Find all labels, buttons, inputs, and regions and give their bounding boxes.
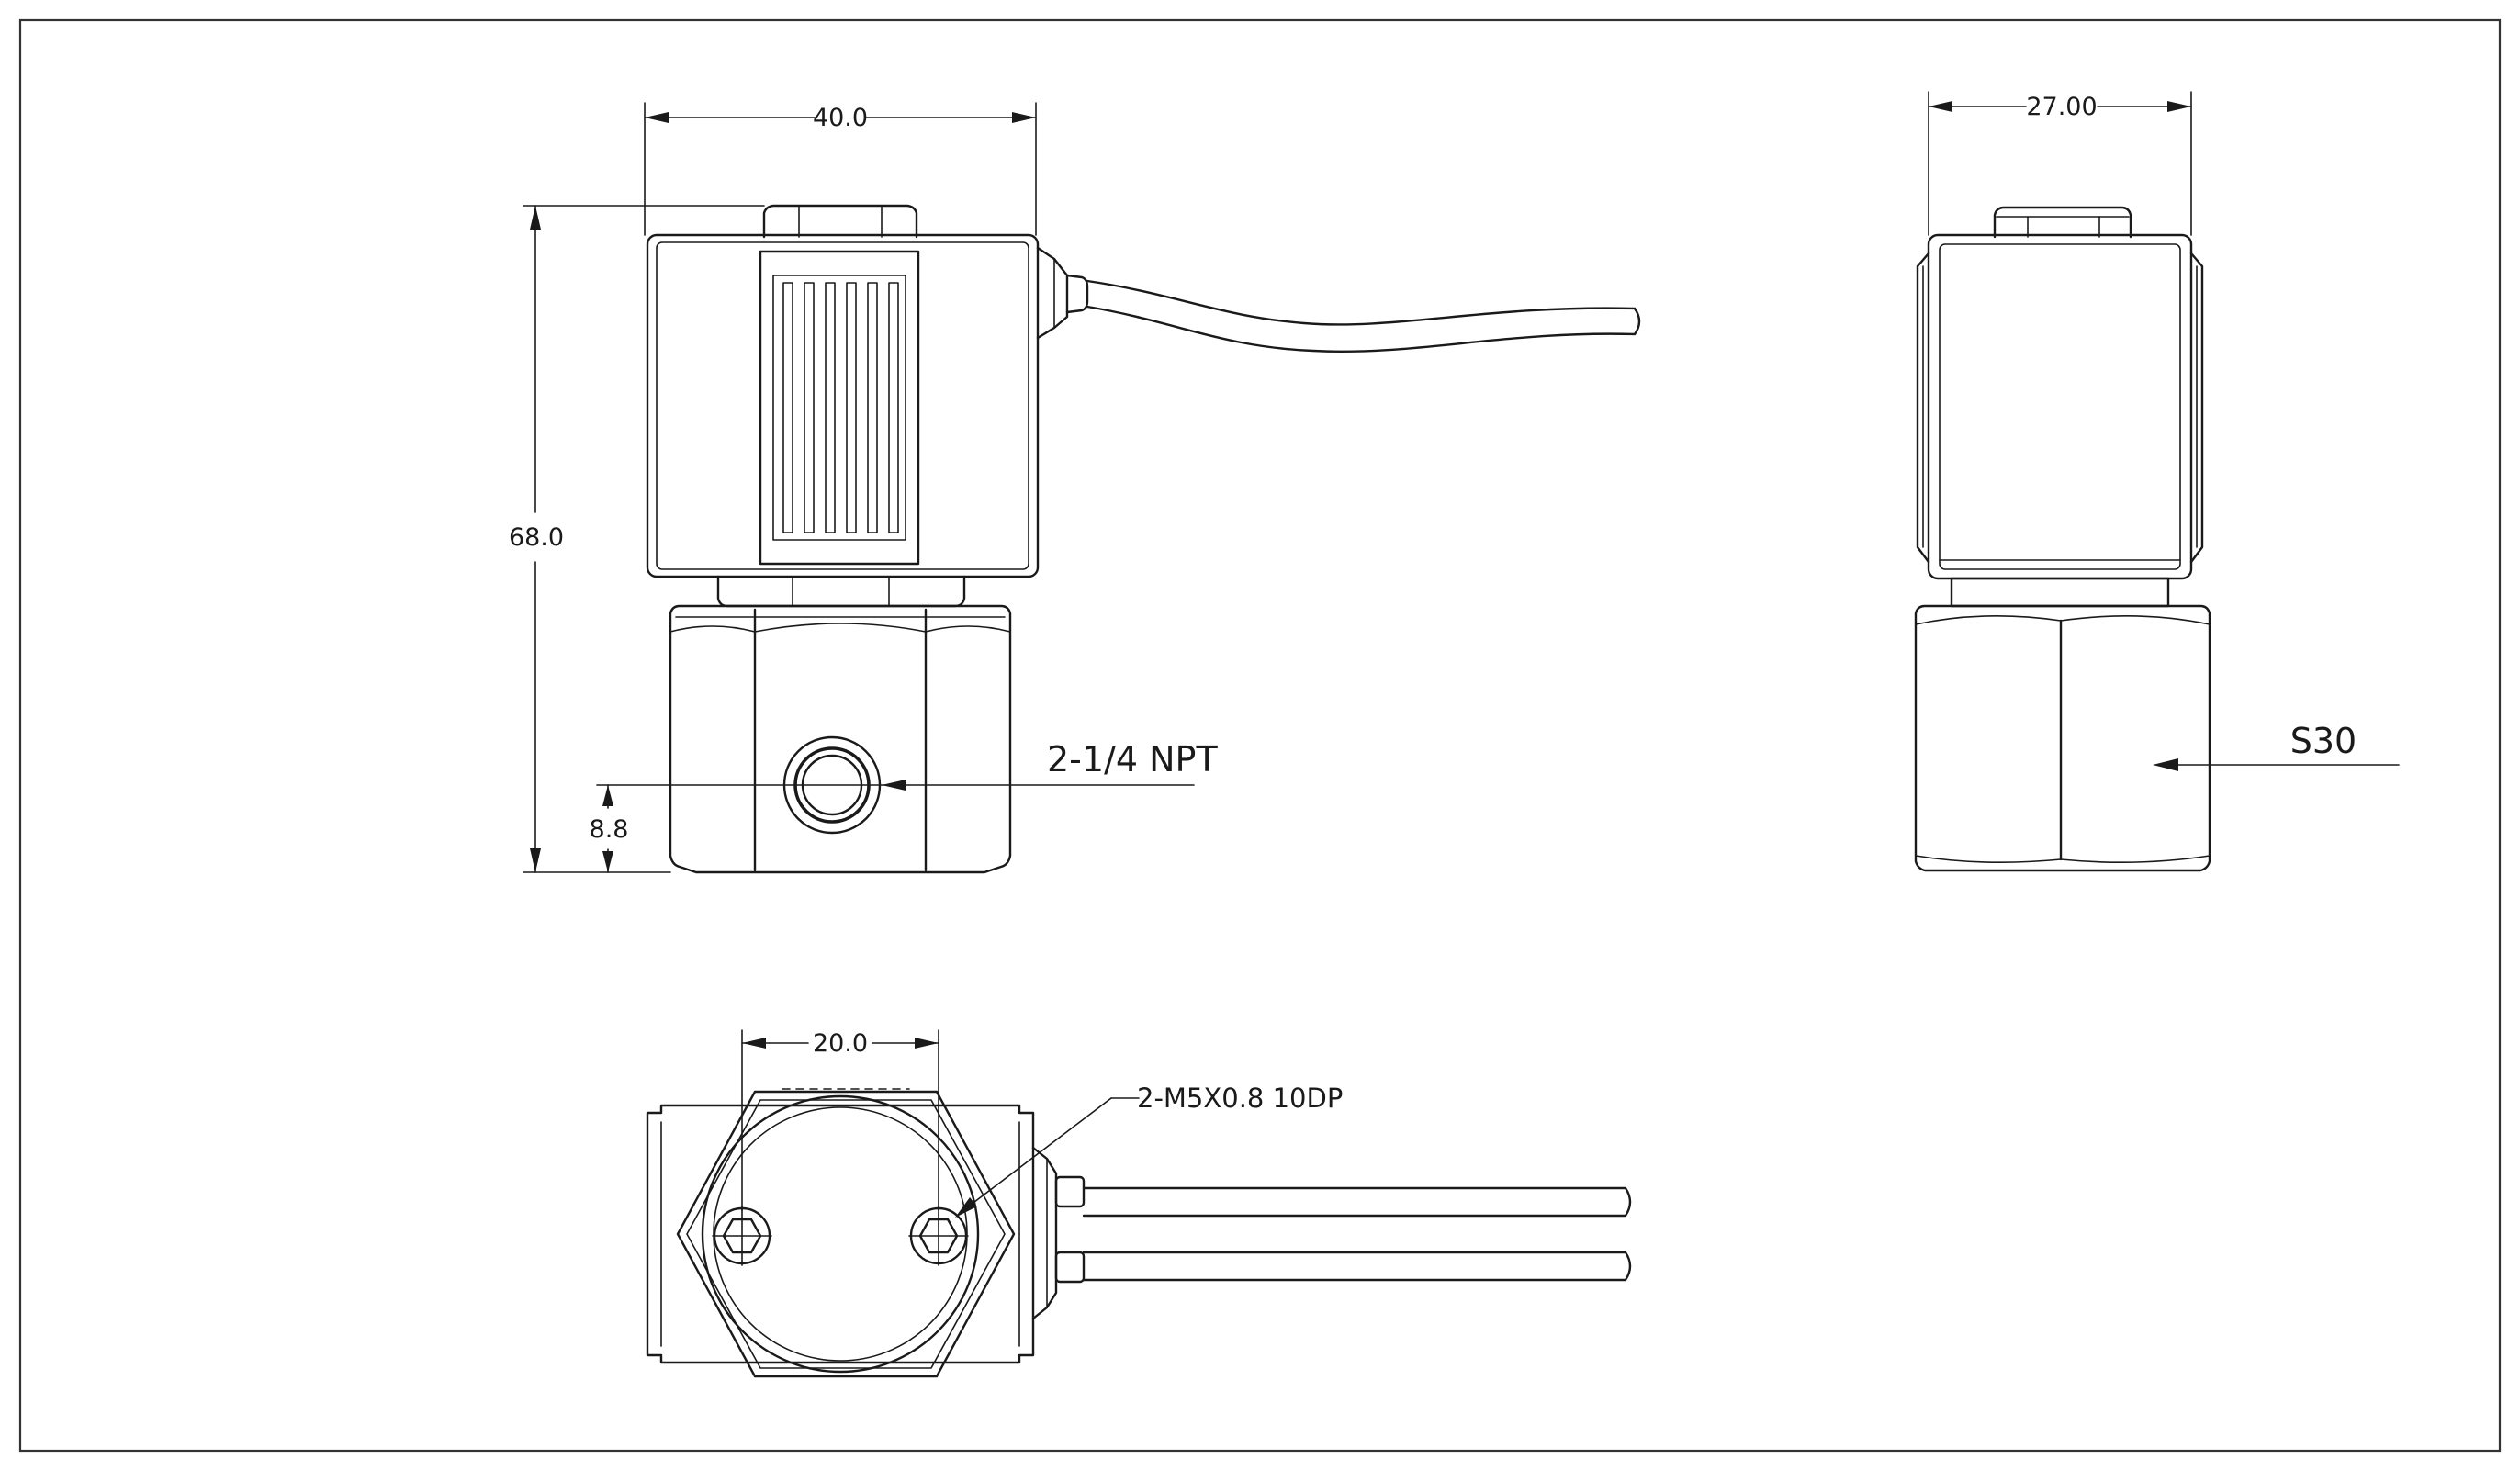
dim-height-total: 68.0 (509, 523, 564, 552)
nameplate-ribs (782, 282, 899, 533)
front-view (646, 204, 1641, 874)
callout-hex: S30 (2290, 721, 2357, 761)
top-view (646, 1088, 1632, 1378)
drawing-frame (18, 18, 2502, 1453)
dim-width-front: 40.0 (813, 104, 868, 132)
top-dimensions: 20.0 2-M5X0.8 10DP (741, 1029, 1343, 1218)
callout-holes: 2-M5X0.8 10DP (1137, 1083, 1343, 1114)
wire-pair (1082, 1186, 1632, 1282)
side-view (1914, 206, 2211, 872)
dim-hole-spacing: 20.0 (813, 1029, 868, 1058)
cable (1086, 279, 1641, 353)
front-dimensions: 40.0 68.0 8.8 2-1/4 NPT (509, 102, 1218, 873)
dim-width-side: 27.00 (2026, 93, 2097, 121)
bolt-hole-left (712, 1206, 772, 1266)
callout-port: 2-1/4 NPT (1047, 739, 1218, 780)
side-dimensions: 27.00 S30 (1928, 91, 2400, 771)
dim-port-height: 8.8 (590, 815, 629, 844)
